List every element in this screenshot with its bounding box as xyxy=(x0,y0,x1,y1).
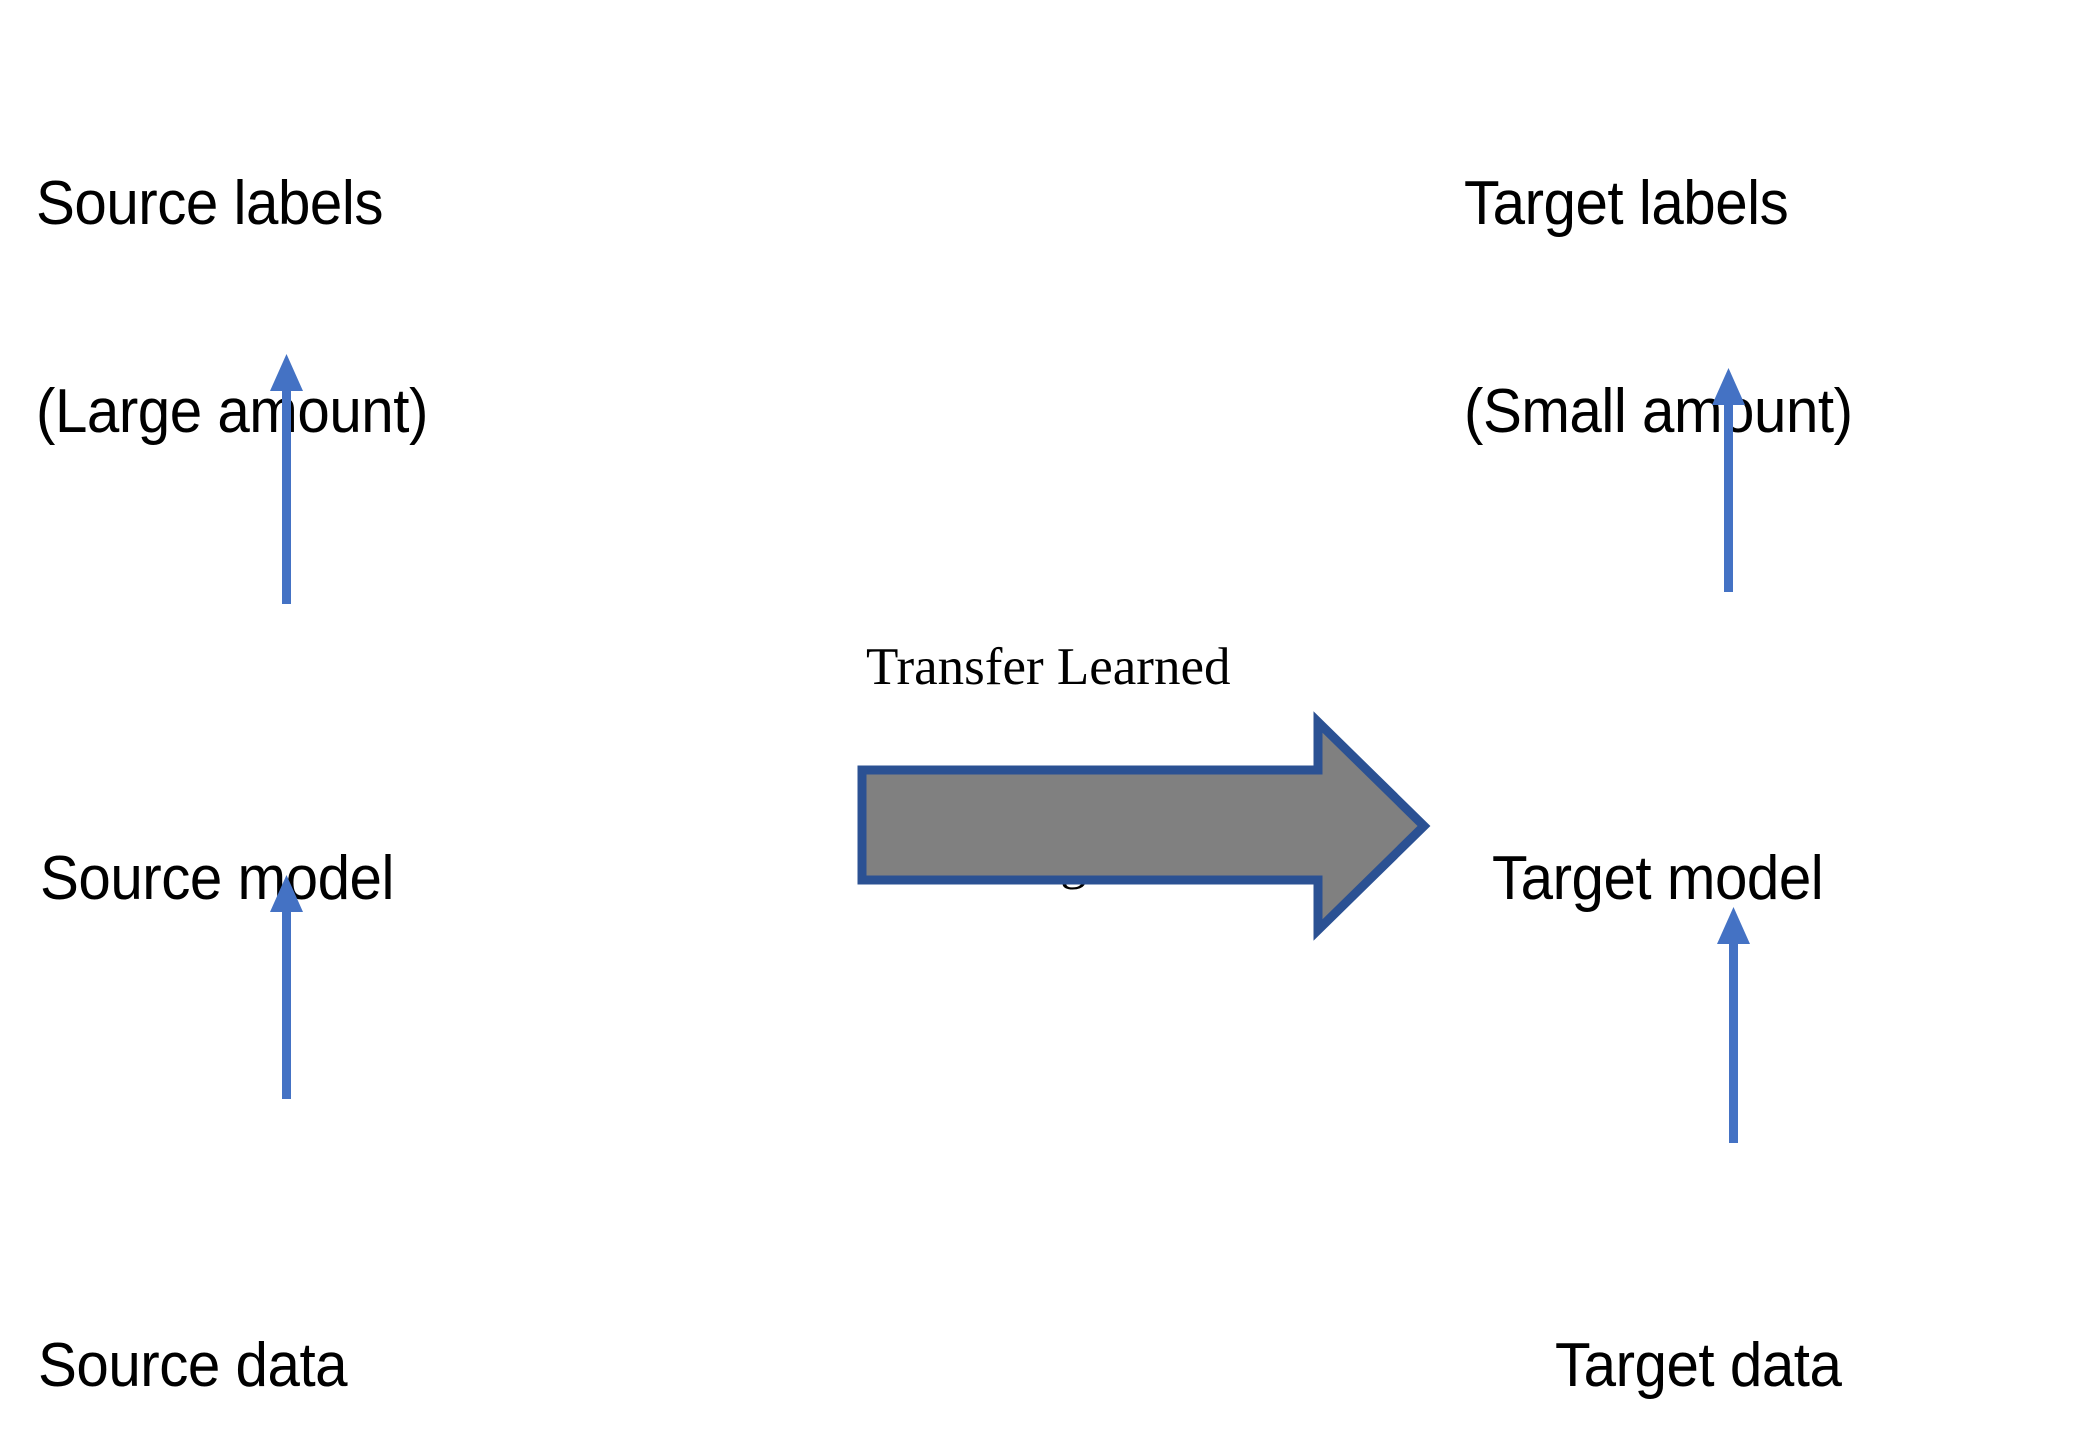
arrow-target-model-to-target-labels xyxy=(1708,366,1750,594)
target-data-line1: Target data xyxy=(1555,1330,1842,1400)
target-model-node: Target model xyxy=(1492,705,1824,1052)
source-data-node: Source data (Large data) xyxy=(38,1192,350,1454)
up-arrow-icon xyxy=(1712,368,1745,592)
arrow-target-data-to-target-model xyxy=(1713,905,1755,1145)
arrow-source-data-to-source-model xyxy=(266,873,308,1101)
target-model-line1: Target model xyxy=(1492,843,1824,913)
target-labels-node: Target labels (Small amount) xyxy=(1464,30,1853,586)
target-data-node: Target data (Small data) xyxy=(1555,1192,1864,1454)
target-labels-line1: Target labels xyxy=(1464,168,1789,238)
target-labels-line2: (Small amount) xyxy=(1464,377,1853,447)
up-arrow-icon xyxy=(1717,907,1750,1143)
source-model-line1: Source model xyxy=(40,843,394,913)
source-labels-line2: (Large amount) xyxy=(36,377,428,447)
right-block-arrow-icon xyxy=(857,711,1431,941)
source-labels-node: Source labels (Large amount) xyxy=(36,30,428,586)
transfer-knowledge-arrow xyxy=(856,711,1431,941)
source-data-line1: Source data xyxy=(38,1330,348,1400)
transfer-caption-line1: Transfer Learned xyxy=(866,638,1231,697)
up-arrow-icon xyxy=(270,354,303,604)
arrow-source-model-to-source-labels xyxy=(266,352,308,606)
up-arrow-icon xyxy=(270,875,303,1099)
source-model-node: Source model xyxy=(40,705,394,1052)
source-labels-line1: Source labels xyxy=(36,168,384,238)
